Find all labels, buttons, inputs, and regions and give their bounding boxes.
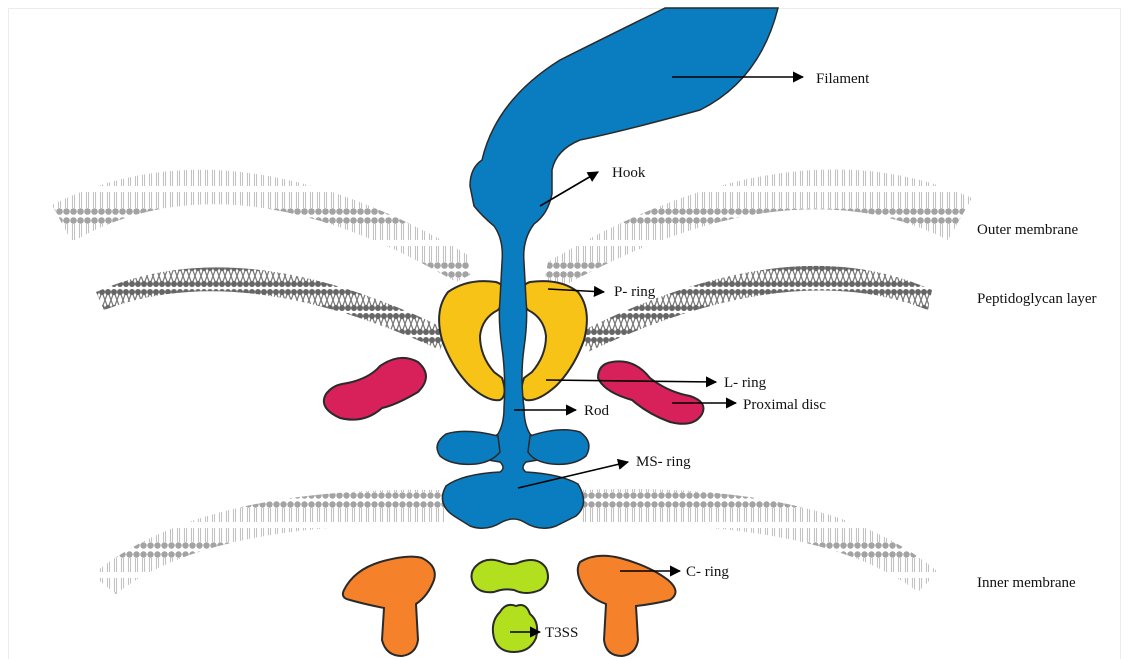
c-ring-left — [343, 557, 435, 656]
l-ring-arrow — [546, 380, 716, 382]
p-ring-right — [520, 281, 587, 400]
label-ms-ring: MS- ring — [636, 455, 691, 470]
label-inner-membrane: Inner membrane — [977, 576, 1076, 591]
t3ss-lower — [493, 605, 537, 652]
label-c-ring: C- ring — [686, 565, 729, 580]
outer-membrane-left — [52, 170, 470, 282]
label-t3ss: T3SS — [545, 626, 578, 641]
label-p-ring: P- ring — [614, 285, 655, 300]
p-ring-left — [439, 281, 506, 400]
ms-ring-left-lobe — [437, 431, 500, 464]
ms-ring-right-lobe — [528, 430, 589, 465]
label-filament: Filament — [816, 72, 869, 87]
label-peptidoglycan-layer: Peptidoglycan layer — [977, 292, 1097, 307]
t3ss-upper — [472, 560, 549, 593]
proximal-disc — [598, 361, 704, 423]
label-proximal-disc: Proximal disc — [743, 398, 826, 413]
peptidoglycan-left — [96, 267, 448, 350]
outer-membrane-right — [544, 169, 972, 288]
l-ring-left — [324, 358, 426, 420]
label-rod: Rod — [584, 404, 609, 419]
label-l-ring: L- ring — [724, 376, 766, 391]
peptidoglycan-right — [580, 266, 932, 352]
label-outer-membrane: Outer membrane — [977, 223, 1078, 238]
label-hook: Hook — [612, 166, 645, 181]
